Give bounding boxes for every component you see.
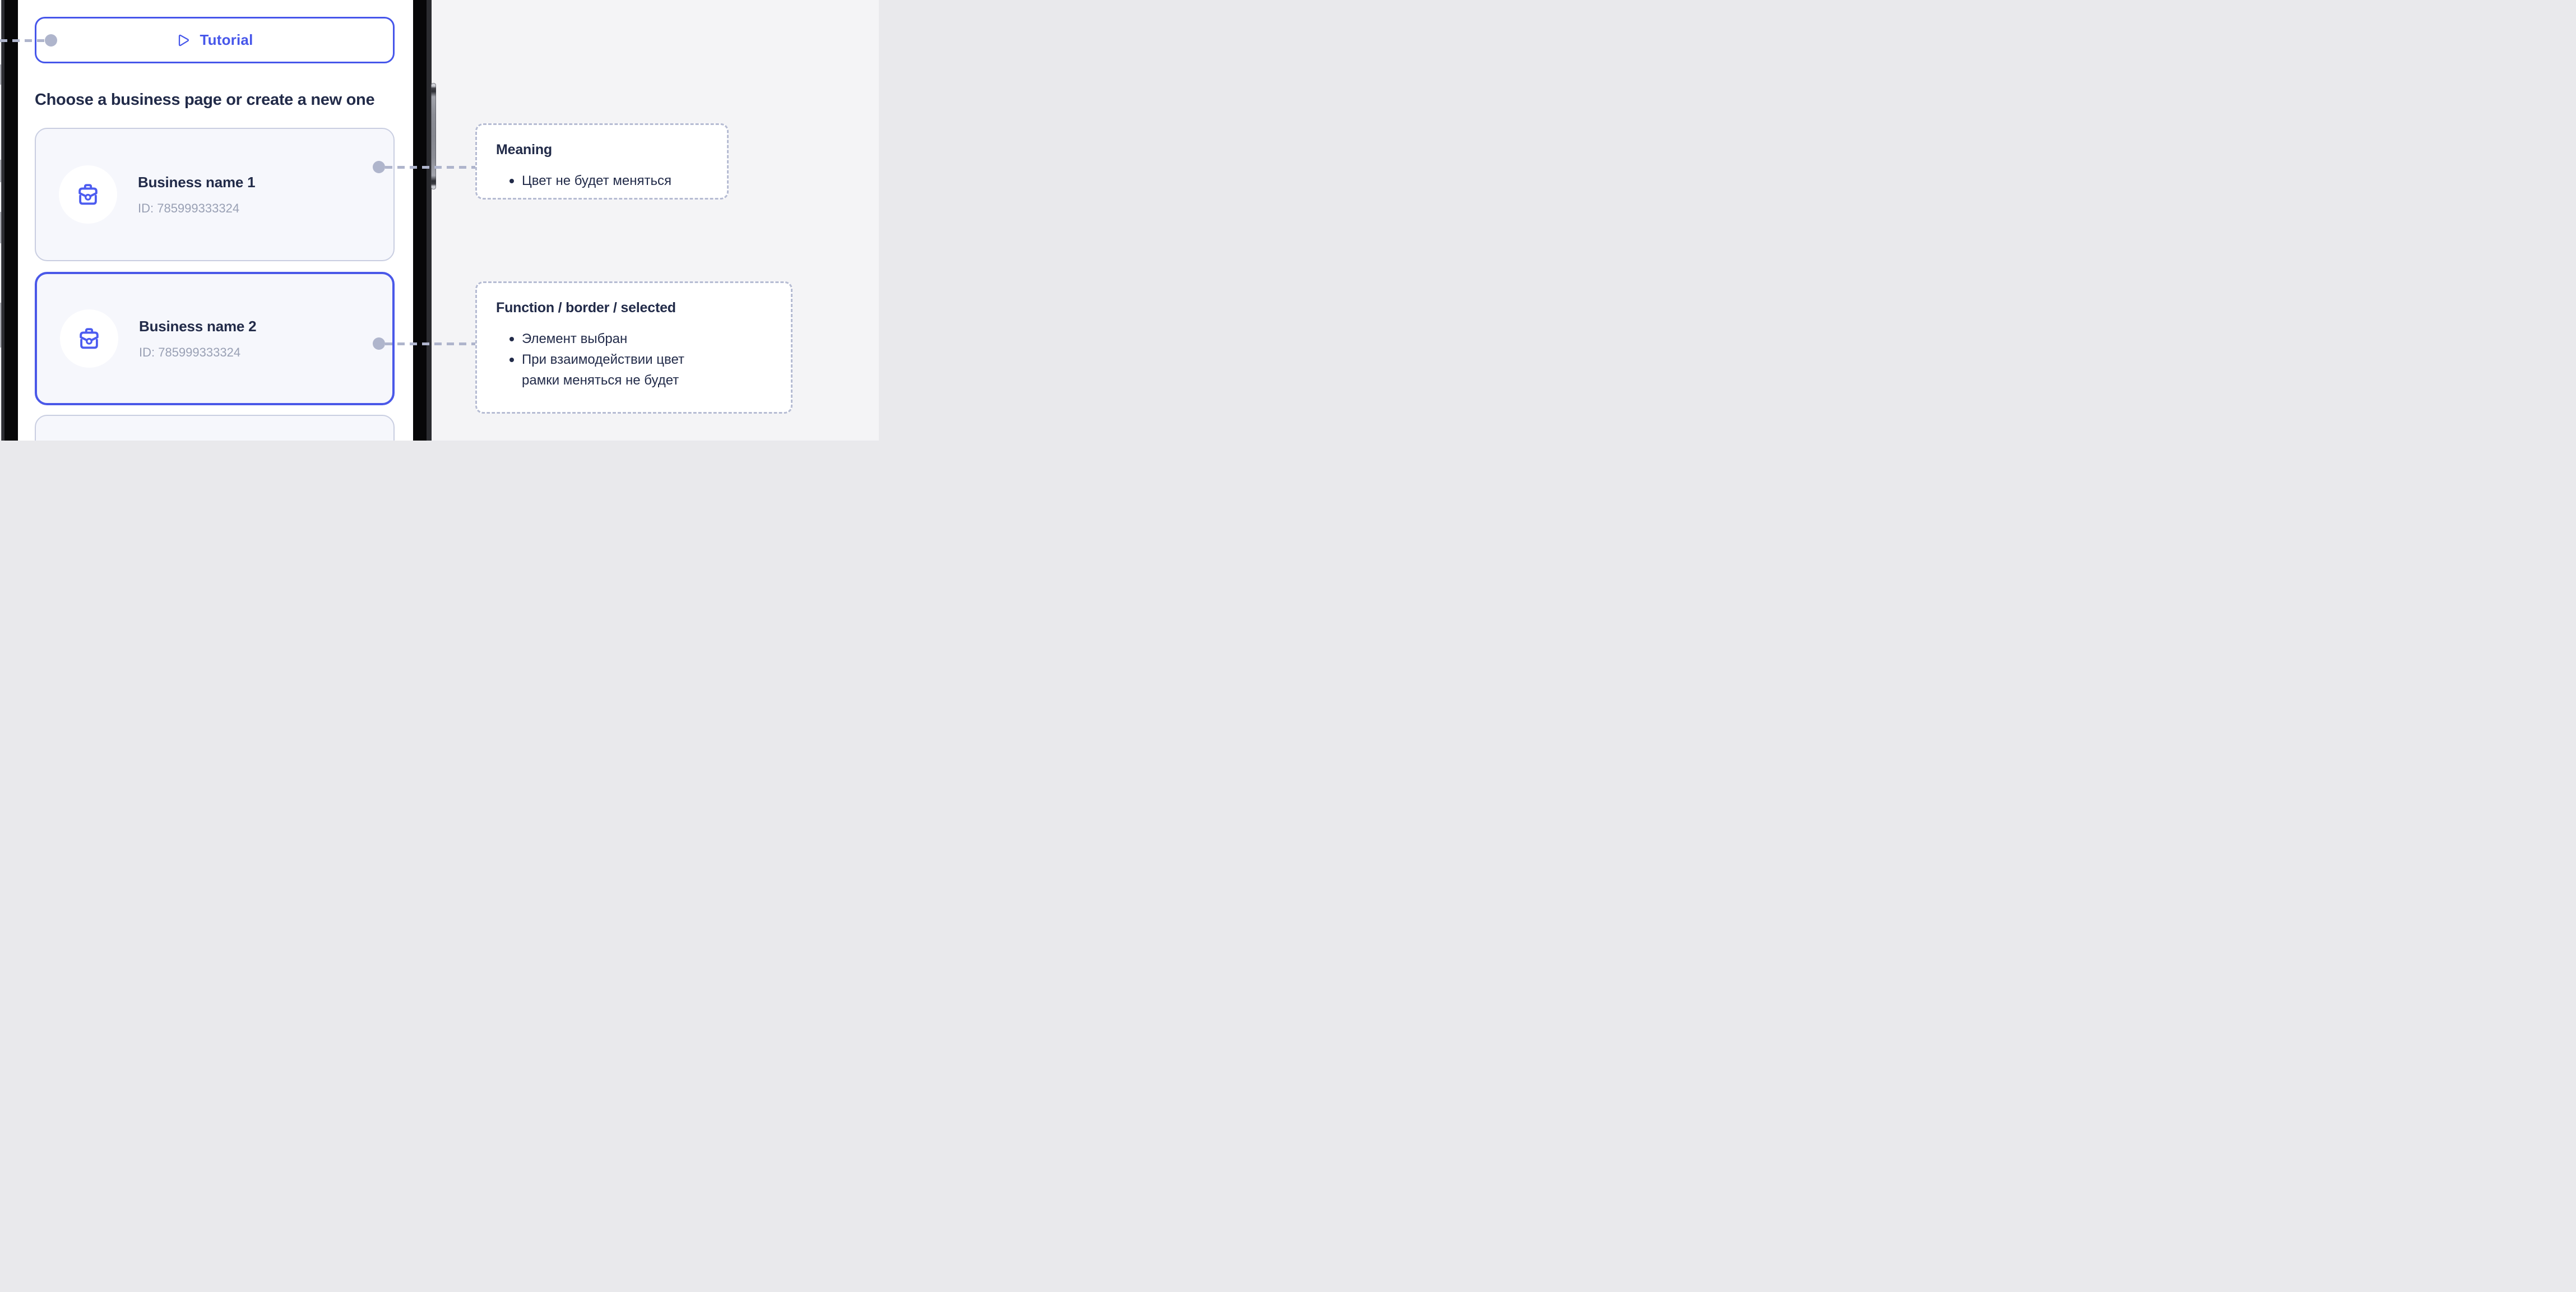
phone-side-button [431, 83, 436, 189]
tutorial-button[interactable]: Tutorial [35, 17, 395, 63]
neighbor-phone-button-fragment [0, 160, 2, 182]
business-card-3-partial[interactable] [35, 415, 395, 441]
connector-dot-tutorial [45, 34, 57, 47]
business-card-2-selected[interactable]: Business name 2 ID: 785999333324 [35, 272, 395, 405]
business-avatar [60, 309, 118, 368]
tutorial-button-label: Tutorial [200, 31, 253, 48]
phone-left-bezel [2, 0, 21, 441]
business-avatar [59, 165, 117, 224]
phone-right-bezel [413, 0, 427, 441]
callout-bullet-list: Элемент выбран При взаимодействии цвет р… [496, 328, 718, 391]
business-id: ID: 785999333324 [139, 345, 241, 359]
neighbor-phone-button-fragment [0, 212, 2, 243]
neighbor-phone-button-fragment [0, 64, 2, 85]
callout-bullet: Элемент выбран [509, 328, 718, 349]
callout-bullet: Цвет не будет меняться [509, 170, 708, 191]
callout-meaning: Meaning Цвет не будет меняться [475, 123, 729, 200]
phone-right-edge [427, 0, 432, 441]
business-card-1[interactable]: Business name 1 ID: 785999333324 [35, 128, 395, 261]
connector-line-card1 [385, 165, 475, 169]
design-spec-canvas: Tutorial Choose a business page or creat… [0, 0, 879, 441]
business-name: Business name 1 [138, 173, 256, 191]
callout-function-border-selected: Function / border / selected Элемент выб… [475, 281, 793, 414]
briefcase-icon [80, 328, 99, 349]
business-id: ID: 785999333324 [138, 201, 240, 215]
callout-title: Meaning [496, 142, 552, 158]
connector-line-tutorial [0, 39, 46, 42]
page-title: Choose a business page or create a new o… [35, 91, 375, 109]
callout-title: Function / border / selected [496, 300, 676, 316]
briefcase-icon [78, 184, 98, 205]
connector-line-card2 [385, 342, 475, 345]
callout-bullet-list: Цвет не будет меняться [496, 170, 708, 191]
connector-dot-card2 [373, 337, 385, 350]
connector-dot-card1 [373, 161, 385, 173]
neighbor-phone-button-fragment [0, 303, 2, 348]
play-icon [178, 34, 189, 46]
callout-bullet: При взаимодействии цвет рамки меняться н… [509, 349, 718, 391]
business-name: Business name 2 [139, 317, 257, 335]
